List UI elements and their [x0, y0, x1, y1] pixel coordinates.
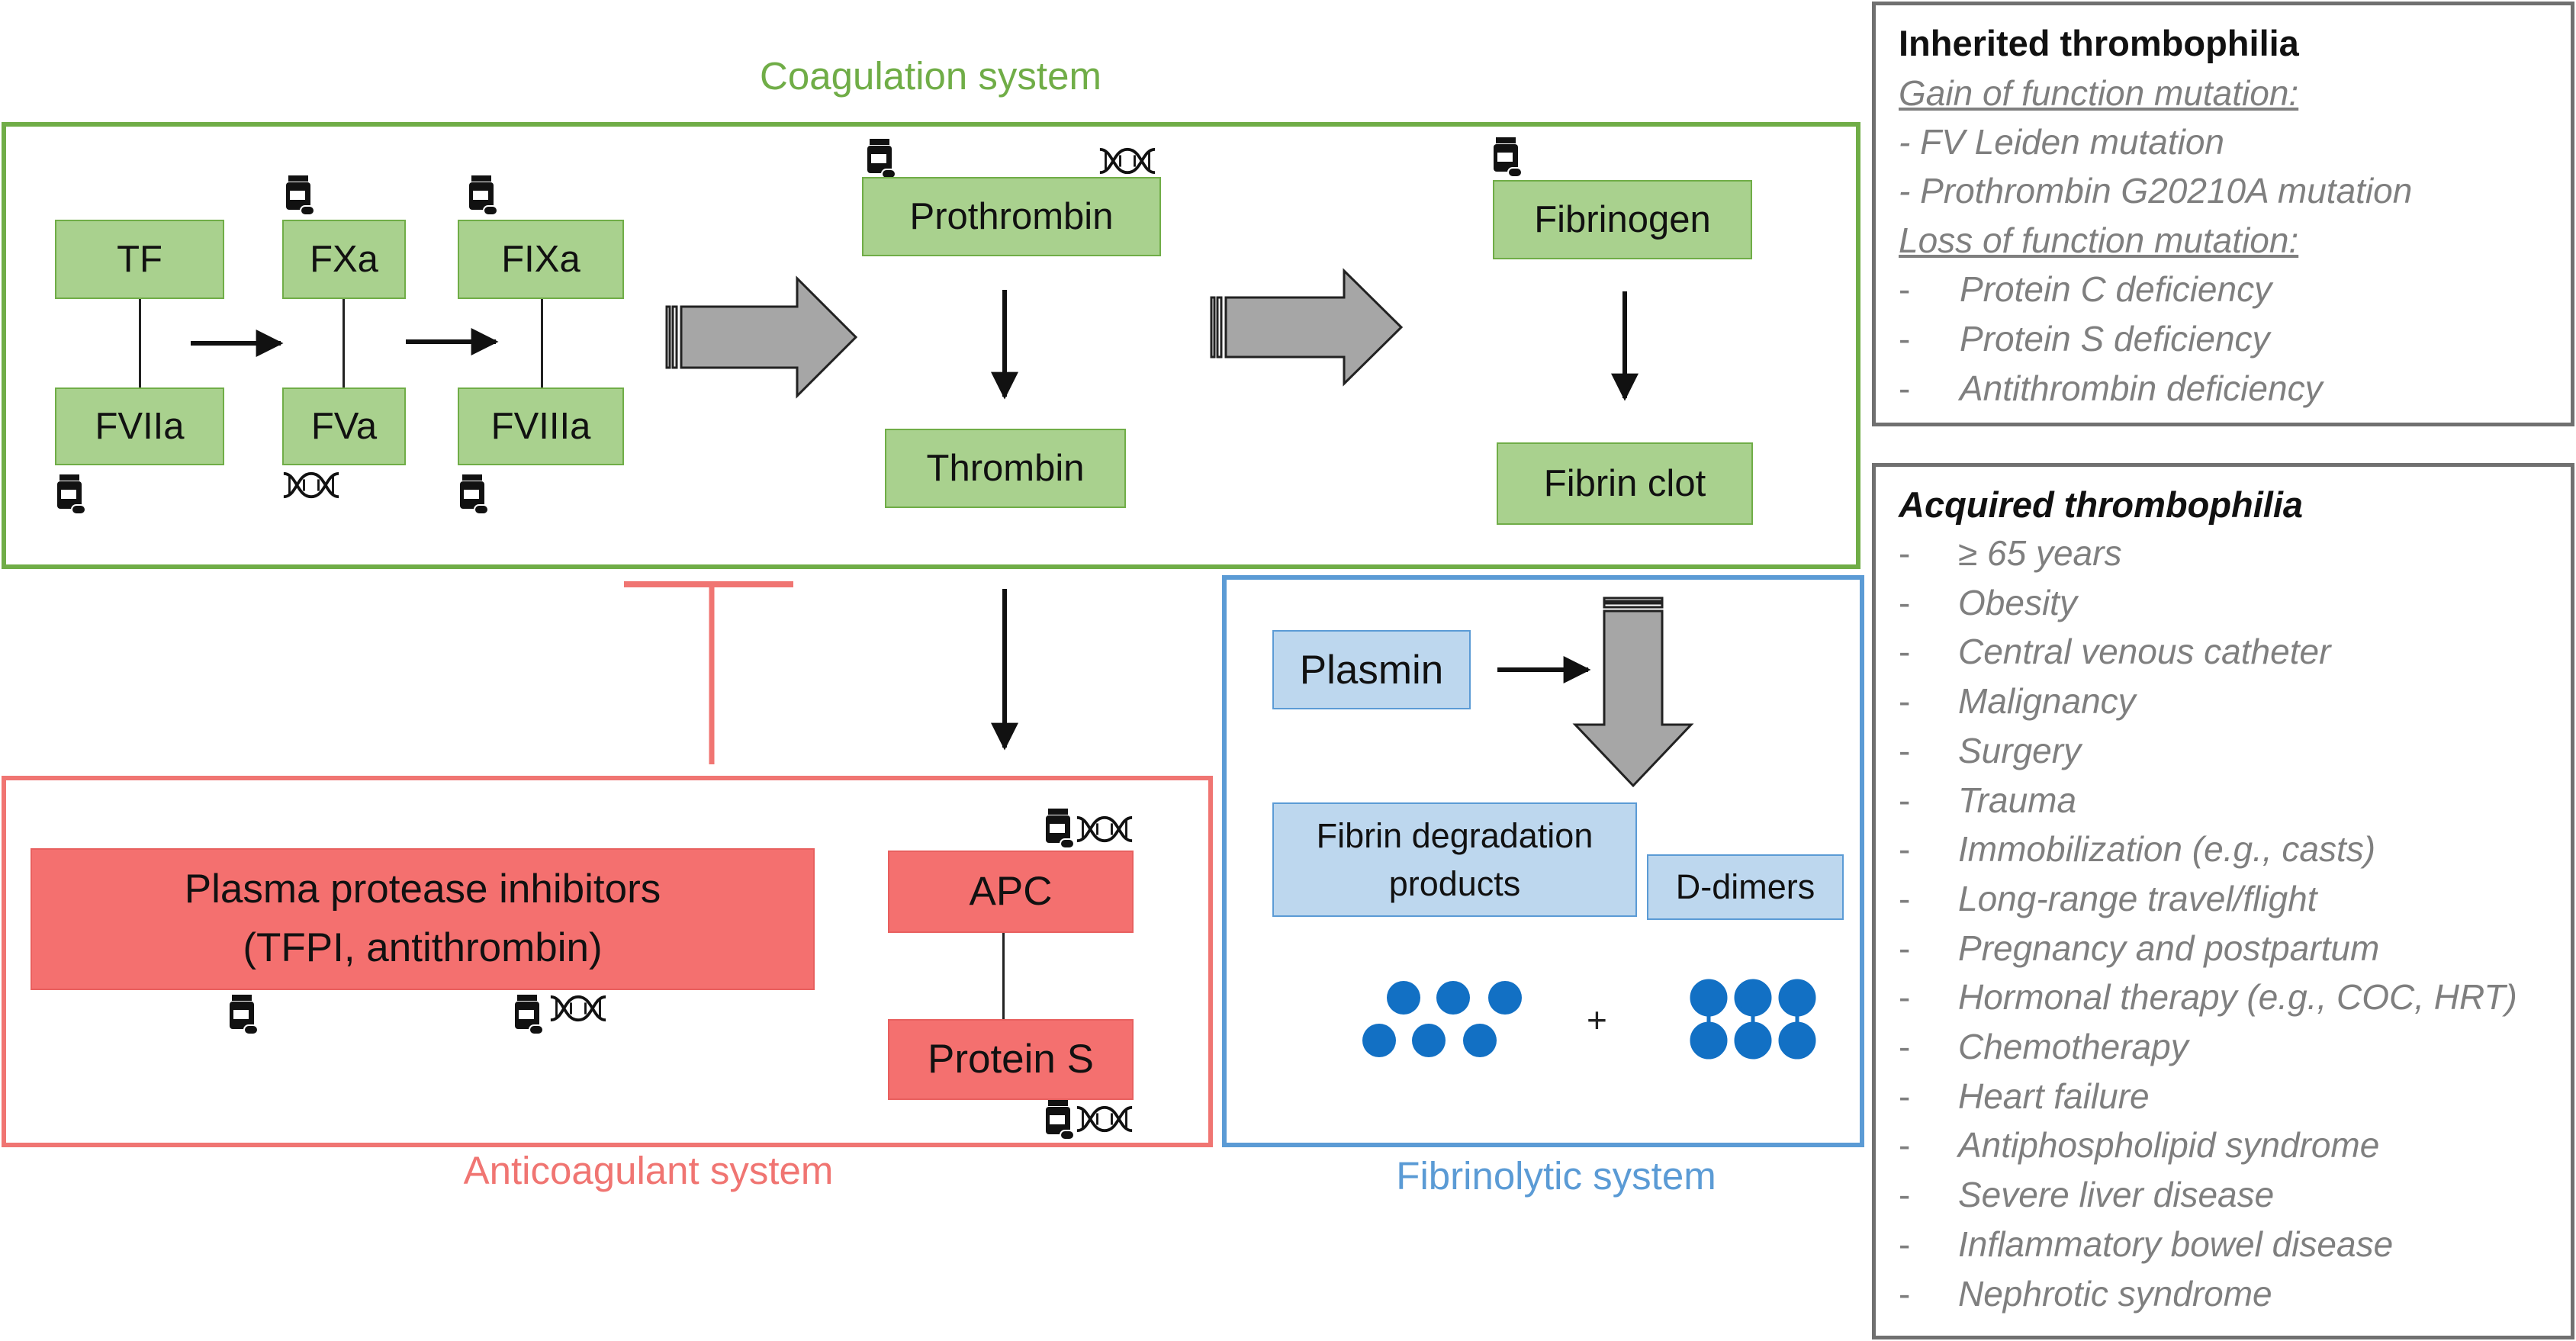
- loss-dash-2: -: [1899, 319, 1911, 359]
- thrombin-box: Thrombin: [885, 429, 1126, 508]
- plasma-protease-inhibitors-box: Plasma protease inhibitors (TFPI, antith…: [31, 848, 815, 990]
- acquired-item: Surgery: [1958, 731, 2082, 770]
- fviiia-box: FVIIIa: [458, 388, 624, 465]
- acquired-item: Heart failure: [1958, 1076, 2150, 1116]
- fixa-box: FIXa: [458, 220, 624, 299]
- acquired-dash: -: [1899, 879, 1911, 918]
- acquired-item: Chemotherapy: [1958, 1027, 2188, 1066]
- fibrinolytic-frame: [1222, 575, 1864, 1147]
- acquired-item: Hormonal therapy (e.g., COC, HRT): [1958, 977, 2517, 1017]
- plus-sign: +: [1587, 1000, 1607, 1040]
- acquired-item: Obesity: [1958, 583, 2077, 622]
- gain-heading: Gain of function mutation:: [1899, 73, 2299, 113]
- anticoagulant-title: Anticoagulant system: [463, 1149, 834, 1192]
- fdp-dots: [1362, 981, 1522, 1057]
- d-dimers-box: D-dimers: [1647, 854, 1844, 920]
- coagulation-frame: [2, 122, 1860, 569]
- acquired-item: Antiphospholipid syndrome: [1958, 1125, 2380, 1165]
- acquired-item: Nephrotic syndrome: [1958, 1274, 2272, 1314]
- protein-s-box: Protein S: [888, 1019, 1134, 1100]
- acquired-item: Malignancy: [1958, 681, 2136, 721]
- acquired-dash: -: [1899, 1175, 1911, 1214]
- acquired-item: Long-range travel/flight: [1958, 879, 2317, 918]
- plasmin-box: Plasmin: [1272, 630, 1471, 709]
- acquired-item: Immobilization (e.g., casts): [1958, 829, 2376, 869]
- acquired-dash: -: [1899, 1027, 1911, 1066]
- tf-box: TF: [55, 220, 224, 299]
- acquired-dash: -: [1899, 1274, 1911, 1314]
- acquired-title: Acquired thrombophilia: [1899, 484, 2304, 525]
- fibrinogen-box: Fibrinogen: [1493, 180, 1752, 259]
- gain-item-2: - Prothrombin G20210A mutation: [1899, 171, 2413, 211]
- big-arrow-1: [665, 275, 858, 399]
- fibrinolytic-title: Fibrinolytic system: [1396, 1154, 1716, 1198]
- acquired-item: Central venous catheter: [1958, 632, 2331, 671]
- apc-proteins-link: [1002, 933, 1005, 1019]
- acquired-panel: Acquired thrombophilia - ≥ 65 years - Obesi…: [1872, 463, 2574, 1339]
- acquired-dash: -: [1899, 731, 1911, 770]
- acquired-item: Severe liver disease: [1958, 1175, 2275, 1214]
- big-arrow-down: [1572, 597, 1694, 788]
- acquired-item: Inflammatory bowel disease: [1958, 1224, 2394, 1264]
- loss-item-3: Antithrombin deficiency: [1960, 368, 2323, 408]
- fibrin-degradation-products-box: Fibrin degradation products: [1272, 802, 1637, 917]
- loss-dash-1: -: [1899, 269, 1911, 309]
- acquired-dash: -: [1899, 583, 1911, 622]
- ddimer-dots: [1690, 979, 1816, 1060]
- loss-heading: Loss of function mutation:: [1899, 220, 2299, 260]
- acquired-item: Trauma: [1958, 780, 2077, 820]
- acquired-item: Pregnancy and postpartum: [1958, 928, 2380, 968]
- prothrombin-box: Prothrombin: [862, 177, 1161, 256]
- acquired-dash: -: [1899, 1224, 1911, 1264]
- anticoagulant-frame: [2, 776, 1213, 1147]
- tf-fviia-link: [139, 299, 141, 388]
- acquired-dash: -: [1899, 632, 1911, 671]
- fxa-box: FXa: [282, 220, 406, 299]
- inhibitors-line2: (TFPI, antithrombin): [243, 925, 603, 970]
- fva-box: FVa: [282, 388, 406, 465]
- acquired-dash: -: [1899, 1076, 1911, 1116]
- inherited-panel: Inherited thrombophilia Gain of function…: [1872, 2, 2574, 426]
- fdp-line1: Fibrin degradation: [1316, 816, 1594, 855]
- acquired-dash: -: [1899, 977, 1911, 1017]
- inhibitors-line1: Plasma protease inhibitors: [184, 867, 661, 912]
- loss-item-1: Protein C deficiency: [1960, 269, 2272, 309]
- coagulation-title: Coagulation system: [760, 54, 1101, 98]
- acquired-dash: -: [1899, 533, 1911, 573]
- inherited-title: Inherited thrombophilia: [1899, 23, 2299, 63]
- loss-dash-3: -: [1899, 368, 1911, 408]
- fibrin-clot-box: Fibrin clot: [1497, 442, 1753, 525]
- fdp-line2: products: [1388, 864, 1521, 903]
- acquired-dash: -: [1899, 780, 1911, 820]
- fxa-fva-link: [343, 299, 345, 388]
- big-arrow-2: [1210, 268, 1404, 387]
- gain-item-1: - FV Leiden mutation: [1899, 122, 2225, 162]
- fviia-box: FVIIa: [55, 388, 224, 465]
- loss-item-2: Protein S deficiency: [1960, 319, 2270, 359]
- acquired-dash: -: [1899, 1125, 1911, 1165]
- acquired-dash: -: [1899, 829, 1911, 869]
- acquired-dash: -: [1899, 681, 1911, 721]
- acquired-item: ≥ 65 years: [1958, 533, 2122, 573]
- acquired-dash: -: [1899, 928, 1911, 968]
- apc-box: APC: [888, 851, 1134, 933]
- fixa-fviiia-link: [541, 299, 543, 388]
